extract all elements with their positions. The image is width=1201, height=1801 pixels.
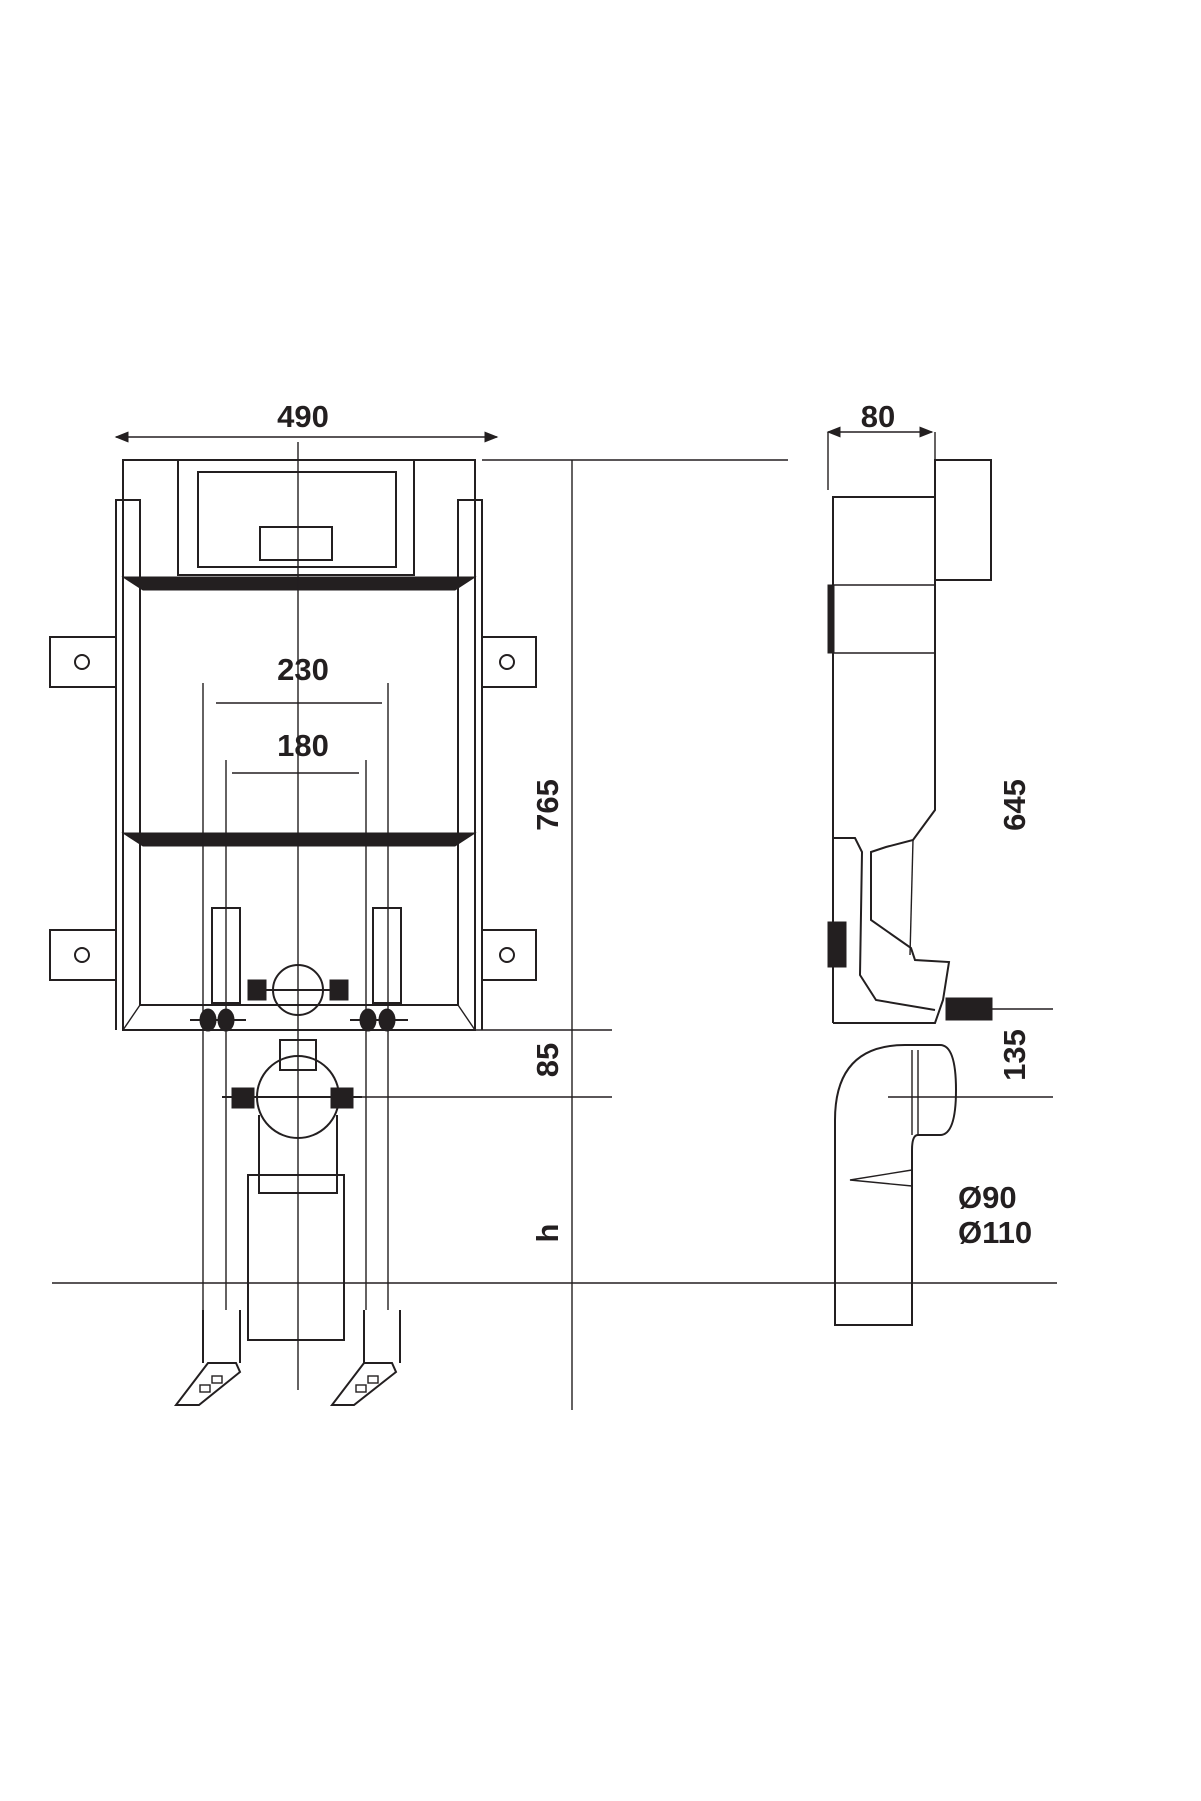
dim-height-total: 765	[530, 779, 565, 831]
upper-crossbar	[121, 576, 477, 591]
side-view	[826, 426, 1053, 1326]
lower-crossbar	[121, 832, 477, 847]
side-outlet-spigot	[945, 997, 993, 1021]
front-view	[49, 442, 537, 1406]
right-lower-bracket	[481, 929, 537, 981]
right-bolt-sleeve	[372, 907, 402, 1004]
dim-width-front: 490	[277, 399, 329, 434]
dim-outlet-offset: 85	[530, 1043, 565, 1077]
side-inlet-block	[827, 921, 847, 968]
side-top-cap	[934, 459, 992, 581]
side-body	[832, 496, 951, 1024]
dim-bolt-inner: 180	[277, 728, 329, 763]
cistern-inner	[197, 471, 397, 568]
left-upper-bracket	[49, 636, 117, 688]
left-post	[115, 499, 141, 1030]
right-foot	[329, 1362, 398, 1406]
dim-floor-height: h	[530, 1224, 565, 1243]
dim-height-side: 645	[997, 779, 1032, 831]
flush-valve	[259, 526, 333, 561]
side-dimensions: 80 645 135 Ø90 Ø110	[861, 399, 1032, 1250]
front-dimensions: 490 230 180 765 85 h	[114, 399, 788, 1410]
left-bolt-nuts	[190, 1008, 246, 1032]
cistern-block	[177, 459, 415, 576]
left-lower-bracket	[49, 929, 117, 981]
right-bolt-nuts	[350, 1008, 408, 1032]
drain-pipe	[247, 1174, 345, 1341]
left-bolt-sleeve	[211, 907, 241, 1004]
outlet-bend-front	[222, 1039, 362, 1194]
dim-pipe-d2: Ø110	[958, 1215, 1032, 1250]
dim-bolt-outer: 230	[277, 652, 329, 687]
dim-outlet-height-side: 135	[997, 1029, 1032, 1081]
right-upper-bracket	[481, 636, 537, 688]
dim-pipe-d1: Ø90	[958, 1180, 1017, 1215]
right-post	[457, 499, 483, 1030]
left-foot	[173, 1362, 242, 1406]
dim-width-side: 80	[861, 399, 895, 434]
pan-connector	[834, 1044, 958, 1326]
